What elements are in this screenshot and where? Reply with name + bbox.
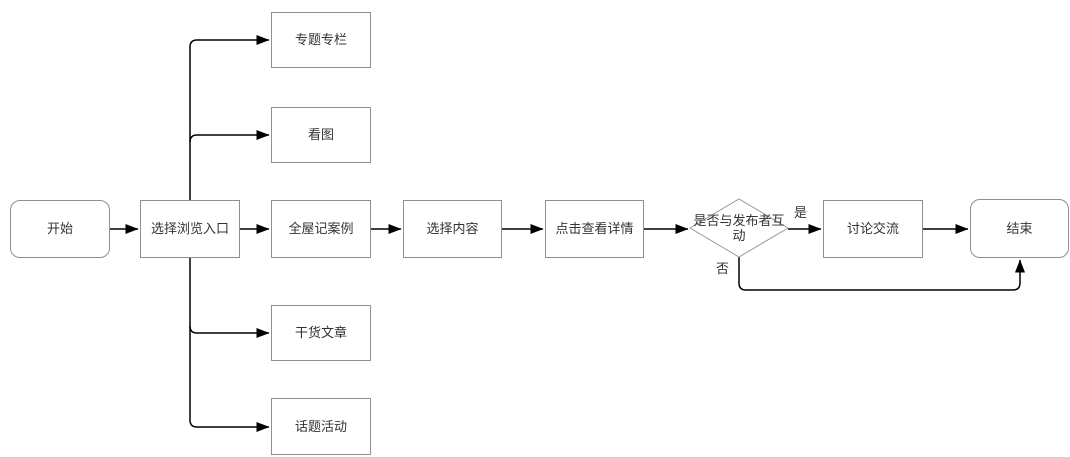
node-discussion: 讨论交流 <box>823 200 923 258</box>
edge-entry-to-topic-activities <box>189 326 270 432</box>
node-useful-articles: 干货文章 <box>271 305 371 361</box>
decision-diamond <box>689 198 789 258</box>
node-select-content: 选择内容 <box>403 200 502 258</box>
edge-label-no: 否 <box>715 258 731 277</box>
node-end: 结束 <box>970 199 1069 258</box>
edge-entry-to-view-pictures <box>189 130 270 200</box>
node-topic-column: 专题专栏 <box>271 12 371 68</box>
node-whole-house-cases: 全屋记案例 <box>271 200 371 258</box>
edge-entry-to-useful-articles <box>189 258 270 338</box>
node-view-details: 点击查看详情 <box>545 200 644 258</box>
node-choose-entry: 选择浏览入口 <box>140 200 240 258</box>
edge-entry-to-topic-column <box>189 35 270 142</box>
edge-label-yes: 是 <box>793 202 809 221</box>
node-view-pictures: 看图 <box>271 107 371 163</box>
node-start: 开始 <box>10 200 110 258</box>
node-topic-activities: 话题活动 <box>271 398 371 455</box>
edge-decision-no-to-end <box>738 257 1025 291</box>
